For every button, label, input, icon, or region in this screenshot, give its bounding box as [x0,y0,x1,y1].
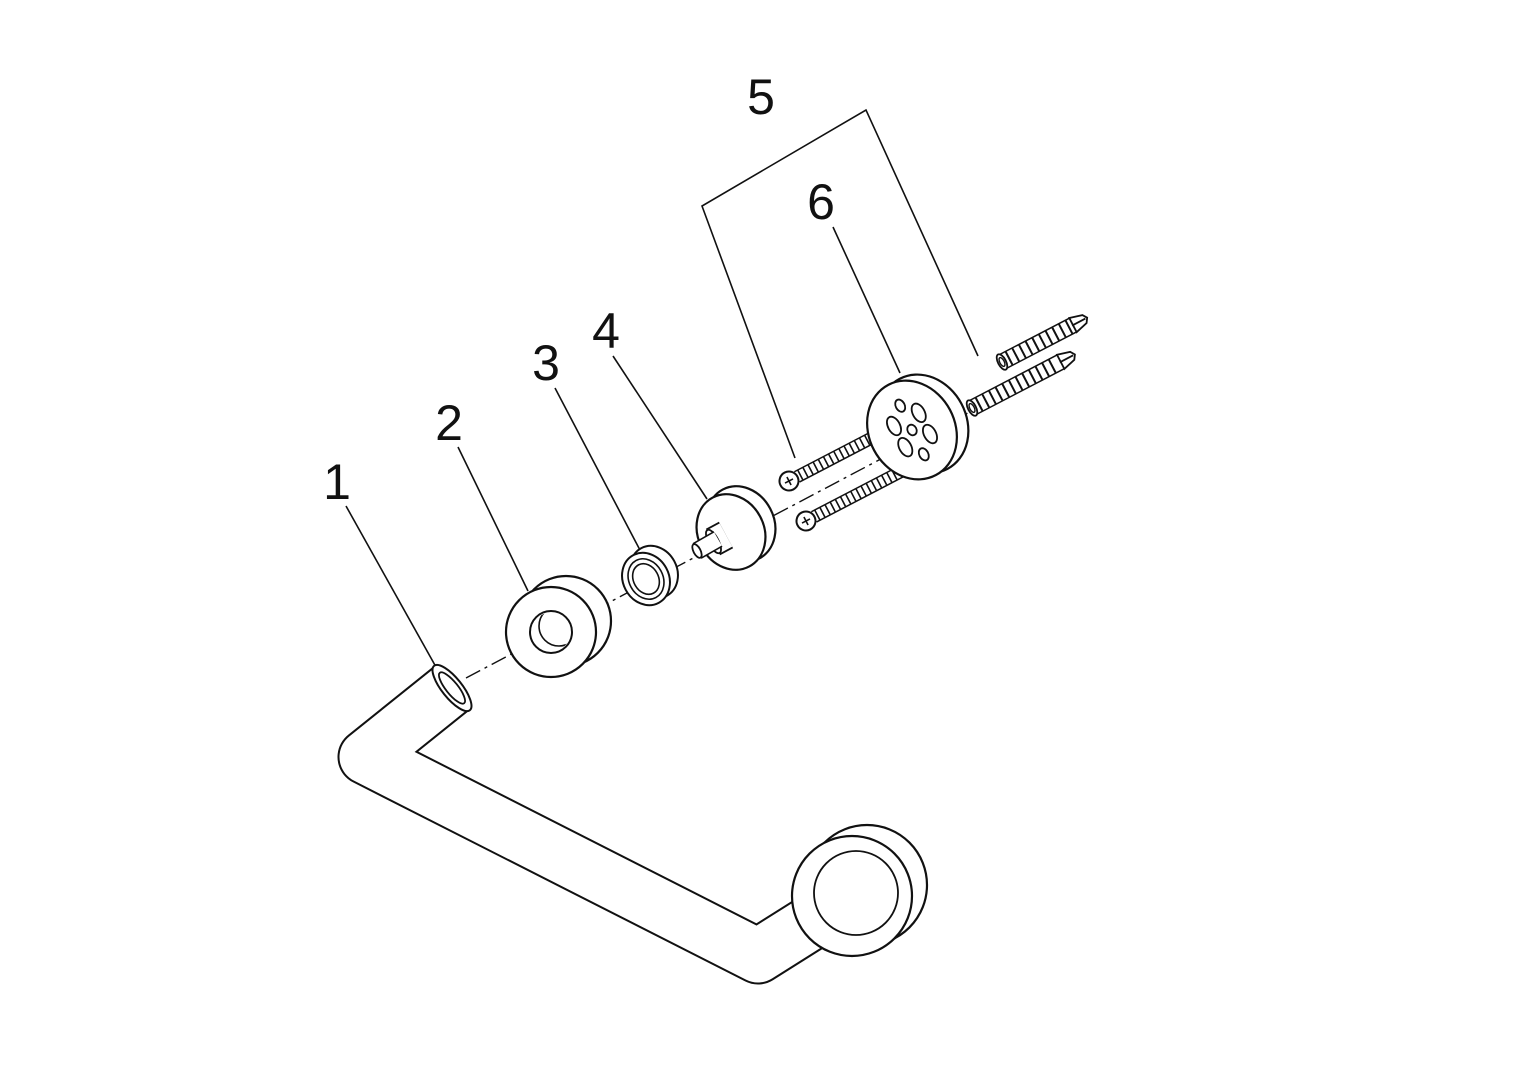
anchor-mouth-hole [968,402,976,414]
flange-front-face [695,493,767,571]
plate-slot [897,437,914,458]
anchor-tip-slot [1059,354,1074,364]
rosette-front-face [790,834,914,958]
plate-screw-hole-bottom [917,447,930,462]
part-label-2: 2 [435,395,463,451]
plate-center-hole [906,423,918,437]
leader-line-6 [832,226,901,374]
anchor-tip-slot [1071,317,1086,327]
part-label-4: 4 [592,303,620,359]
plate-screw-hole-top [894,398,907,413]
part-label-5: 5 [747,69,775,125]
seal-ring [621,544,679,607]
ring-hole [529,610,573,654]
plate-slot [910,402,927,423]
part-label-3: 3 [532,335,560,391]
anchor-body [998,318,1077,369]
wall-anchor-lower [965,350,1076,417]
leader-line-4 [612,355,708,500]
plate-front-face [866,379,958,481]
seal-rim [627,558,665,600]
pin-tip-face [691,543,703,559]
leader-line-5 [701,108,979,459]
part-label-6: 6 [807,174,835,230]
screw-head-slot [801,516,811,526]
screw-head-slot [784,476,794,486]
plate-slot [886,415,902,437]
screw-shaft-body [811,464,908,522]
anchor-mouth-hole [998,356,1006,368]
bar-tube-body [339,667,873,983]
leader-line-2 [457,446,529,592]
seal-hole [631,562,661,596]
bar-end-face [431,663,473,713]
wall-rosette [790,823,929,958]
rosette-inner-rim [813,850,899,936]
plate-slot [922,423,938,445]
screw-lower [795,462,916,532]
leader-line-3 [554,387,642,553]
wall-anchor-upper [995,314,1089,371]
mounting-pin [691,485,777,571]
mounting-plate [866,373,970,481]
towel-bar [337,663,929,985]
ring-bore-edge [538,612,571,647]
cover-ring [504,574,613,679]
part-label-1: 1 [323,454,351,510]
leader-line-1 [345,505,437,668]
bar-end-bore [438,671,466,705]
